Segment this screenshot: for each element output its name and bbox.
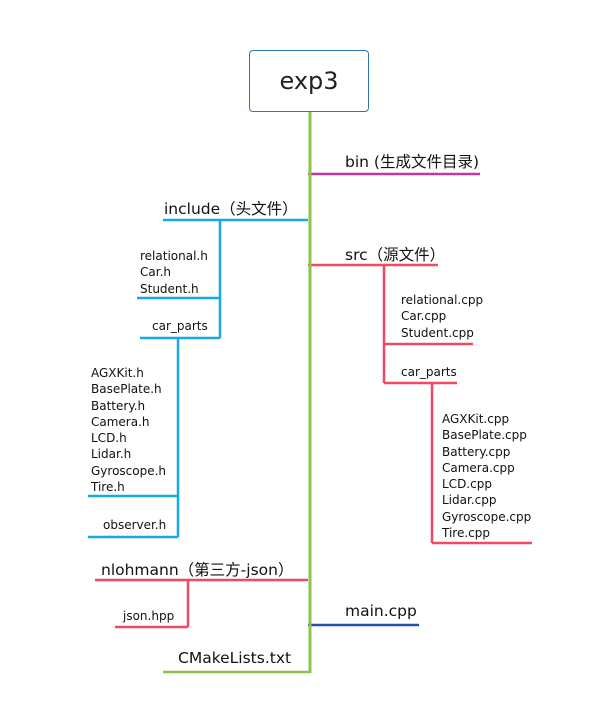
list-item: Gyroscope.h [91,463,167,478]
include-file-list: relational.h Car.h Student.h [140,248,208,297]
src-branch-lines [308,263,532,545]
list-item: Car.cpp [401,309,447,324]
list-item: Tire.cpp [442,526,490,541]
include-observer-file: observer.h [103,518,167,532]
list-item: Car.h [140,265,171,280]
nlohmann-branch-lines [95,578,308,629]
list-item: Lidar.h [91,447,132,462]
list-item: Camera.h [91,414,150,429]
list-item: Student.cpp [401,325,474,340]
root-label: exp3 [279,67,339,95]
list-item: Lidar.cpp [442,493,497,508]
main-cpp-file-label: main.cpp [345,602,417,620]
include-branch-lines [88,218,308,539]
cmakelists-file-label: CMakeLists.txt [178,649,292,667]
nlohmann-folder-label: nlohmann（第三方-json） [101,561,294,579]
list-item: AGXKit.cpp [442,412,510,426]
include-car-parts-label: car_parts [152,319,208,333]
list-item: BasePlate.cpp [442,428,527,443]
src-car-parts-label: car_parts [401,365,457,379]
root-node-exp3: exp3 [249,50,369,112]
bin-folder-label: bin (生成文件目录) [345,153,479,171]
src-folder-label: src（源文件） [345,246,446,264]
include-folder-label: include（头文件） [164,200,298,218]
list-item: Tire.h [91,480,125,495]
src-file-list: relational.cpp Car.cpp Student.cpp [401,292,483,341]
list-item: Student.h [140,281,199,296]
list-item: Battery.cpp [442,444,511,459]
list-item: relational.cpp [401,293,484,307]
list-item: Battery.h [91,398,146,413]
list-item: LCD.cpp [442,477,492,492]
src-car-parts-file-list: AGXKit.cpp BasePlate.cpp Battery.cpp Cam… [442,411,531,541]
list-item: Camera.cpp [442,460,515,475]
json-hpp-file: json.hpp [123,609,175,623]
list-item: BasePlate.h [91,382,162,397]
list-item: Gyroscope.cpp [442,509,532,524]
list-item: relational.h [140,249,208,263]
list-item: LCD.h [91,431,127,446]
include-car-parts-file-list: AGXKit.h BasePlate.h Battery.h Camera.h … [91,365,166,495]
list-item: AGXKit.h [91,366,144,380]
